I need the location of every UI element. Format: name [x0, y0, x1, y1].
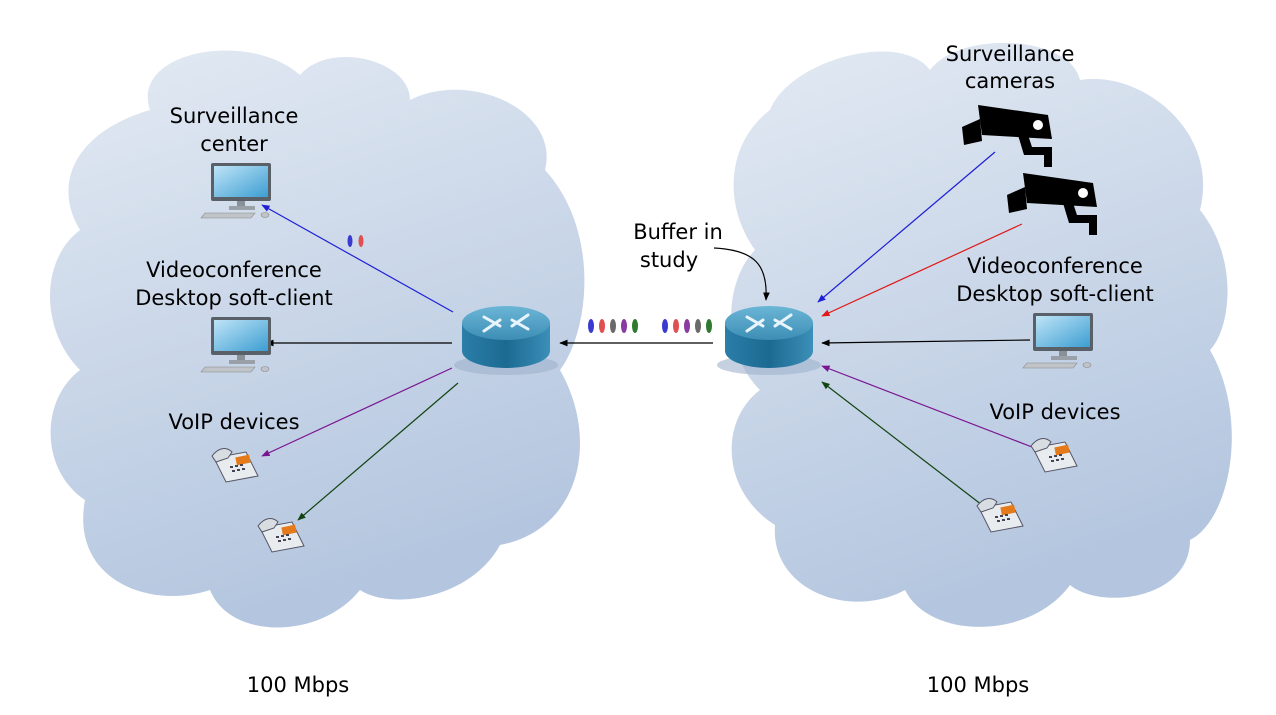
link-router-to-left-voip-1	[261, 367, 453, 457]
telephone-icon	[1030, 438, 1078, 473]
security-camera-icon	[962, 105, 1052, 167]
right-videoconference-label-line2: Desktop soft-client	[956, 282, 1154, 306]
desktop-computer-icon	[200, 163, 271, 219]
security-camera-icon	[1007, 173, 1097, 235]
left-voip-label: VoIP devices	[168, 410, 299, 434]
packet	[673, 319, 679, 333]
surveillance-center-label-line2: center	[200, 132, 268, 156]
link-right-voip-2-to-router	[821, 381, 983, 506]
packet	[599, 319, 605, 333]
right-voip-label: VoIP devices	[989, 400, 1120, 424]
packet	[588, 319, 594, 333]
packet	[695, 319, 701, 333]
packet	[610, 319, 616, 333]
telephone-icon	[211, 448, 259, 483]
link-camera-2-to-router	[821, 223, 1023, 317]
right-network-cloud	[731, 42, 1232, 627]
surveillance-center-label-line1: Surveillance	[170, 104, 299, 128]
router-icon	[454, 306, 558, 375]
buffer-label-line2: study	[640, 248, 698, 272]
surveillance-cameras-label-line2: cameras	[965, 69, 1055, 93]
packet	[358, 235, 364, 247]
packets-surveillance-link	[347, 235, 364, 247]
right-videoconference-label-line1: Videoconference	[967, 254, 1143, 278]
packet	[684, 319, 690, 333]
desktop-computer-icon	[200, 317, 271, 373]
surveillance-cameras-label-line1: Surveillance	[946, 42, 1075, 66]
telephone-icon	[976, 498, 1024, 533]
router-icon	[717, 306, 821, 375]
left-network-cloud	[50, 50, 585, 628]
link-router-to-left-voip-2	[297, 382, 459, 521]
packet	[347, 235, 353, 247]
left-videoconference-label-line1: Videoconference	[146, 258, 322, 282]
link-right-voip-1-to-router	[821, 365, 1033, 448]
left-bandwidth-label: 100 Mbps	[247, 673, 349, 697]
left-videoconference-label-line2: Desktop soft-client	[135, 286, 333, 310]
packet	[662, 319, 668, 333]
link-router-to-surveillance-center	[261, 204, 454, 313]
packets-backbone	[588, 319, 712, 333]
packet	[621, 319, 627, 333]
desktop-computer-icon	[1022, 313, 1093, 369]
telephone-icon	[257, 518, 305, 553]
buffer-label-line1: Buffer in	[633, 220, 723, 244]
link-camera-1-to-router	[817, 151, 996, 303]
packet	[632, 319, 638, 333]
link-right-videoconference-to-router	[821, 339, 1031, 347]
packet	[706, 319, 712, 333]
buffer-pointer-arrow	[713, 247, 770, 301]
right-bandwidth-label: 100 Mbps	[927, 673, 1029, 697]
